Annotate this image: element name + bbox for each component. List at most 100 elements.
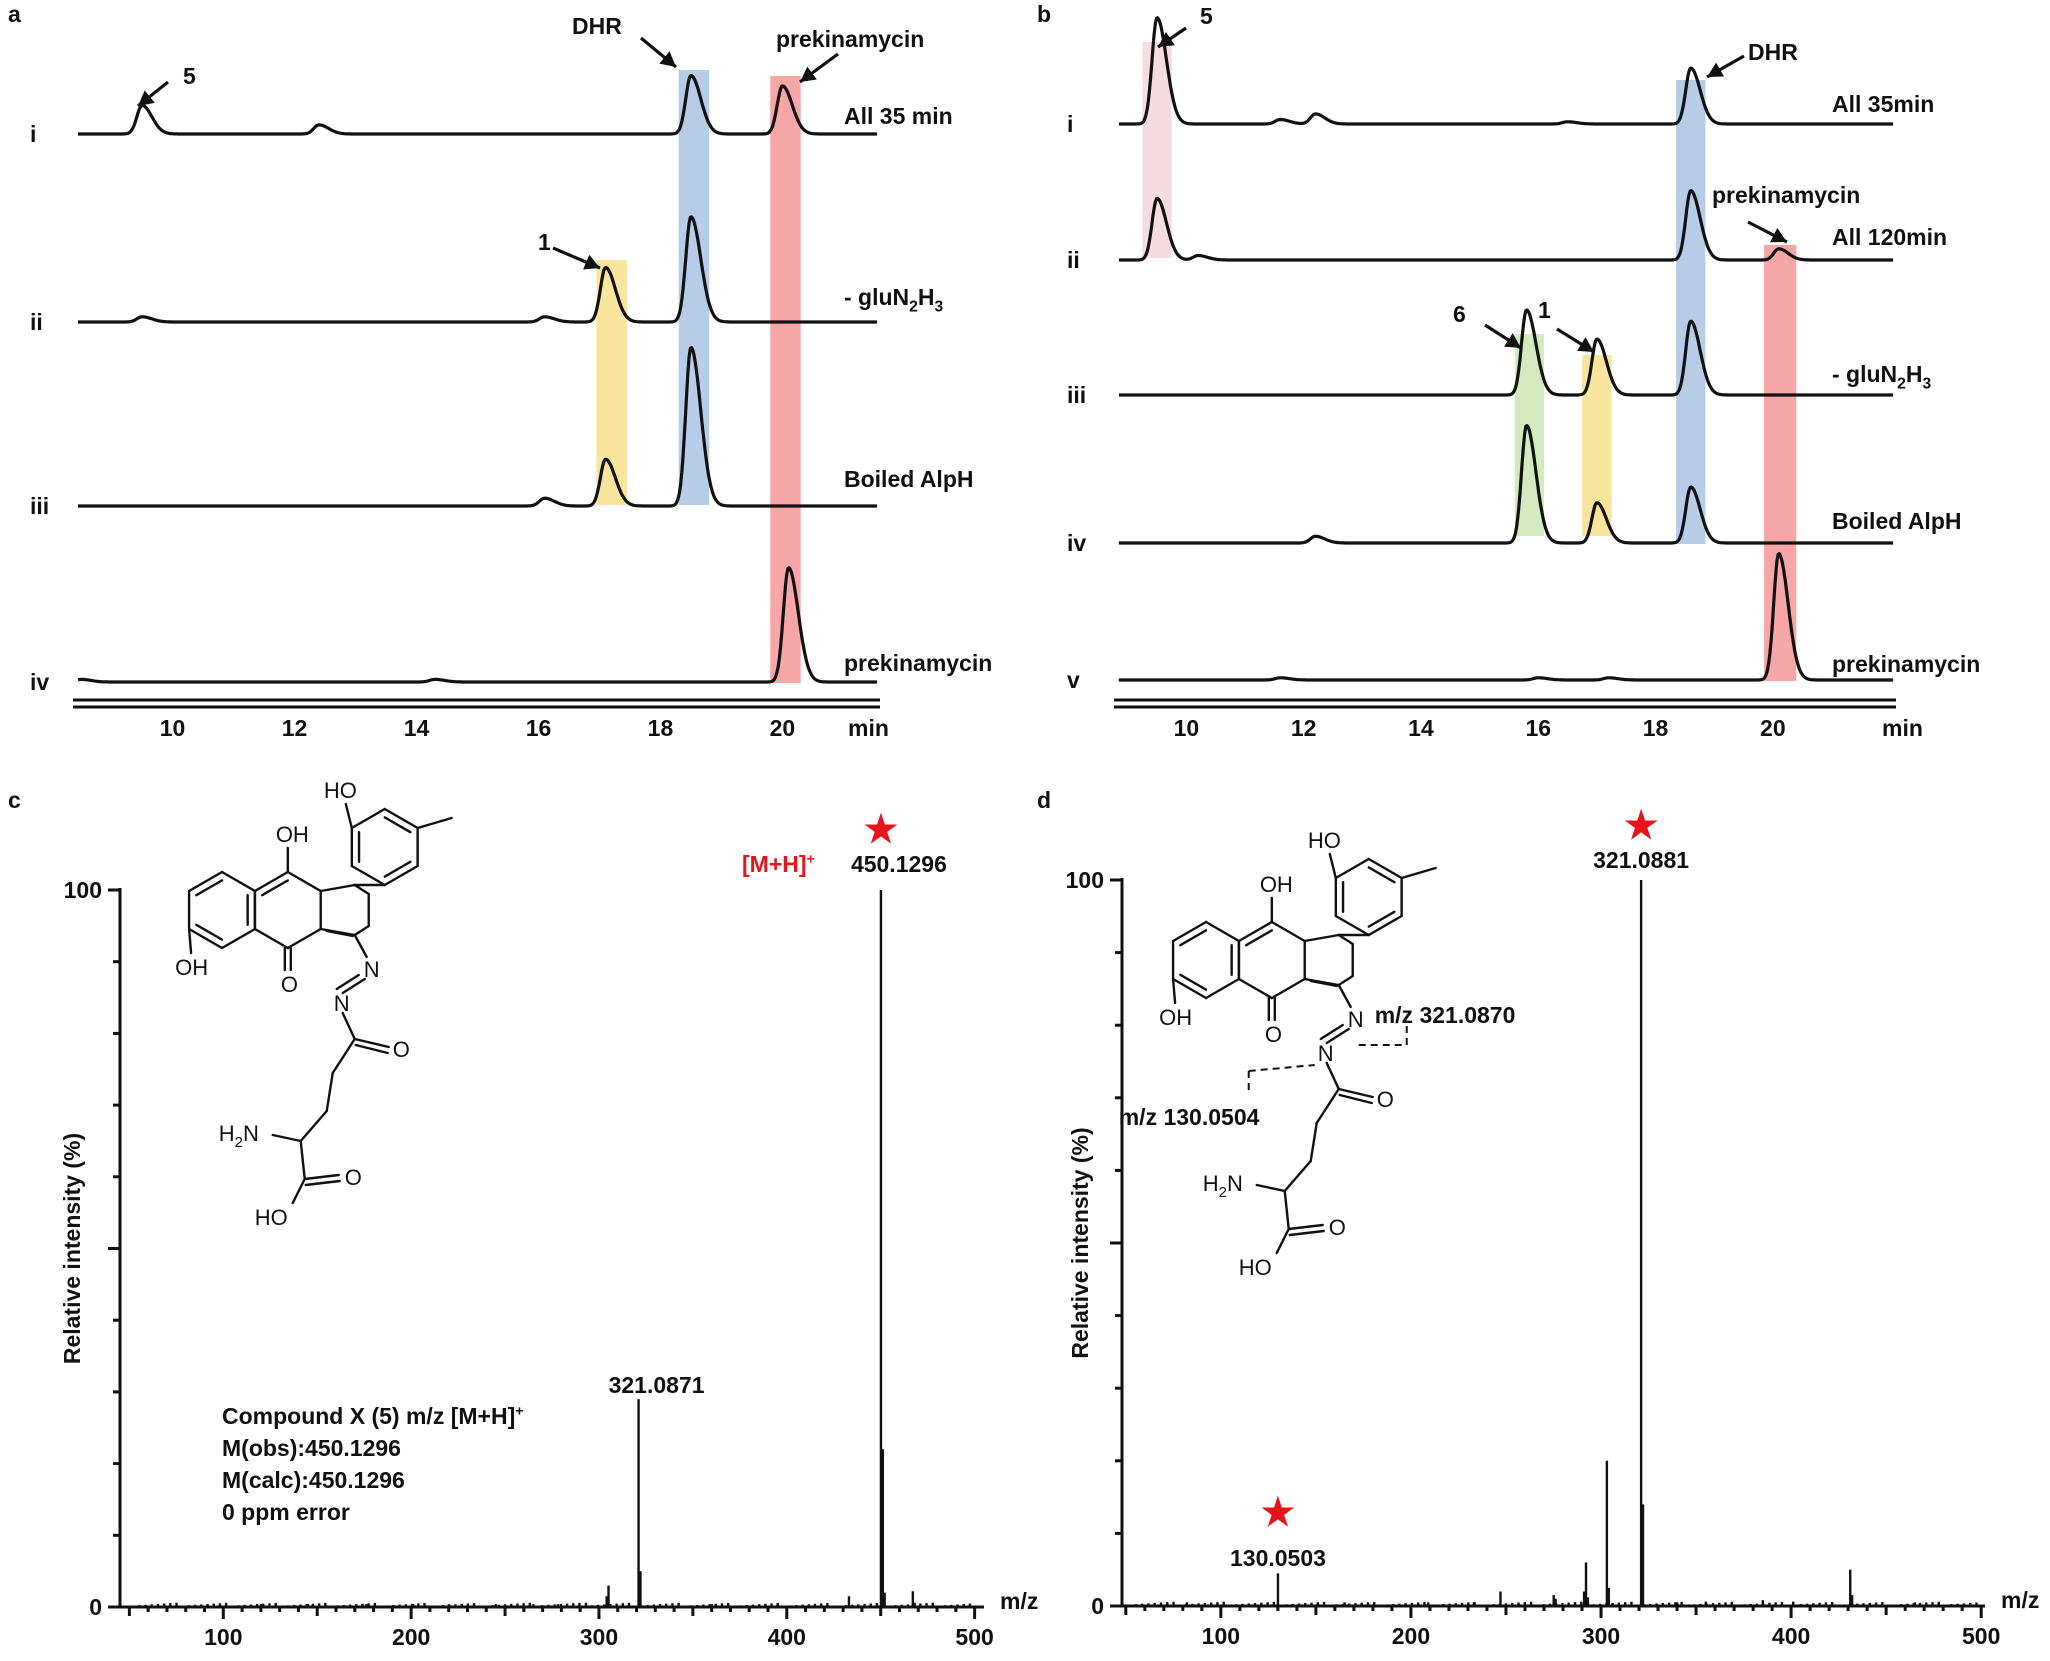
y-tick-label: 100 (64, 877, 102, 903)
annotation-1: 1 (538, 229, 551, 255)
compound-info-line3: M(calc):450.1296 (222, 1467, 405, 1493)
x-axis-label: min (1882, 715, 1923, 741)
panel-letter-b: b (1037, 1, 1051, 27)
bond (1283, 1189, 1290, 1231)
x-tick-label: 18 (1643, 715, 1669, 741)
bond (1248, 1064, 1315, 1072)
trace-iii (77, 346, 878, 508)
bond (416, 816, 453, 830)
bond (220, 927, 257, 950)
atom-oh-top: HO (1308, 828, 1341, 853)
bond (1367, 866, 1396, 884)
atom-n2: N (1318, 1041, 1334, 1066)
x-tick-label: 300 (1582, 1623, 1620, 1649)
atom-oh-bottom: OH (175, 955, 208, 980)
bond (1255, 1183, 1286, 1193)
bond (1367, 910, 1396, 928)
atom-n1: N (1348, 1007, 1364, 1032)
x-tick-label: 500 (1962, 1623, 2000, 1649)
x-tick-label: 200 (392, 1624, 430, 1650)
x-tick-label: 20 (770, 715, 796, 741)
trace-name-iv: Boiled AlpH (1832, 508, 1961, 534)
trace-roman-iii: iii (30, 493, 49, 519)
bond (335, 973, 360, 991)
x-tick-label: 500 (955, 1624, 993, 1650)
x-tick-label: 14 (404, 715, 430, 741)
atom-oh-bottom: OH (1159, 1005, 1192, 1030)
trace-roman-iv: iv (30, 669, 49, 695)
x-tick-label: 200 (1392, 1623, 1430, 1649)
bond (286, 870, 322, 893)
atom-ho-acid: HO (1239, 1255, 1272, 1280)
atom-oh-top: HO (324, 778, 357, 803)
trace-roman-ii: ii (1067, 247, 1080, 273)
trace-name-iv: prekinamycin (844, 650, 992, 676)
bond (1171, 977, 1208, 1000)
atom-o-keto: O (1265, 1022, 1282, 1047)
x-tick-label: 12 (1291, 715, 1317, 741)
bond (1303, 933, 1340, 943)
adduct-label: [M+H]+ (742, 851, 815, 877)
bond (353, 1037, 390, 1049)
bond (319, 883, 356, 893)
bond (187, 927, 193, 955)
fragment-label-321: m/z 321.0870 (1375, 1002, 1516, 1028)
annotation-prekinamycin: prekinamycin (776, 26, 924, 52)
arrow-1 (1556, 327, 1595, 354)
atom-nh2: H2N (1203, 1171, 1243, 1201)
x-tick-label: 16 (526, 715, 552, 741)
panel-letter-a: a (8, 1, 21, 27)
mass-label-321: 321.0881 (1593, 847, 1689, 873)
trace-iii (1118, 308, 1894, 397)
x-axis-label: m/z (1000, 1588, 1038, 1614)
bond (1337, 933, 1354, 946)
bond (1244, 929, 1274, 947)
x-tick-label: 16 (1525, 715, 1551, 741)
bond (354, 1043, 389, 1055)
bond (260, 879, 290, 897)
trace-name-i: All 35min (1832, 91, 1934, 117)
arrow-5 (1157, 26, 1187, 49)
arrow-6 (1484, 323, 1522, 350)
x-tick-label: 10 (1174, 715, 1200, 741)
annotation-1: 1 (1538, 297, 1551, 323)
trace-v (1118, 552, 1894, 682)
annotation-5: 5 (183, 63, 196, 89)
bond (1270, 920, 1306, 943)
trace-iv (77, 566, 878, 684)
arrow-prekinamycin (799, 52, 839, 84)
compound-info-line2: M(obs):450.1296 (222, 1435, 401, 1461)
highlight-band-1 (1582, 355, 1612, 536)
compound-info-line1: Compound X (5) m/z [M+H]+ (222, 1403, 524, 1429)
atom-o-acid: O (345, 1165, 362, 1190)
trace-roman-iii: iii (1067, 382, 1086, 408)
x-tick-label: 100 (1202, 1623, 1240, 1649)
bond (353, 933, 368, 959)
bond (1400, 866, 1437, 880)
x-tick-label: 10 (160, 715, 186, 741)
bond (253, 870, 290, 893)
trace-iv (1118, 424, 1894, 545)
bond (187, 870, 224, 893)
bond (220, 870, 257, 893)
atom-o-amide: O (1377, 1087, 1394, 1112)
x-axis-label: m/z (2001, 1587, 2039, 1613)
bond (1334, 914, 1370, 937)
annotation-DHR: DHR (1748, 39, 1798, 65)
bond (353, 924, 370, 937)
bond (304, 1179, 341, 1187)
trace-i (1118, 16, 1894, 126)
trace-roman-ii: ii (30, 309, 43, 335)
red-star: ★ (1624, 805, 1658, 847)
x-tick-label: 14 (1408, 715, 1434, 741)
bond (1204, 920, 1241, 943)
y-axis-label: Relative intensity (%) (1067, 1127, 1093, 1358)
bond (286, 927, 322, 950)
highlight-band-prekinamycin (1764, 245, 1797, 681)
bond (1337, 1087, 1374, 1099)
atom-o-acid: O (1329, 1215, 1346, 1240)
